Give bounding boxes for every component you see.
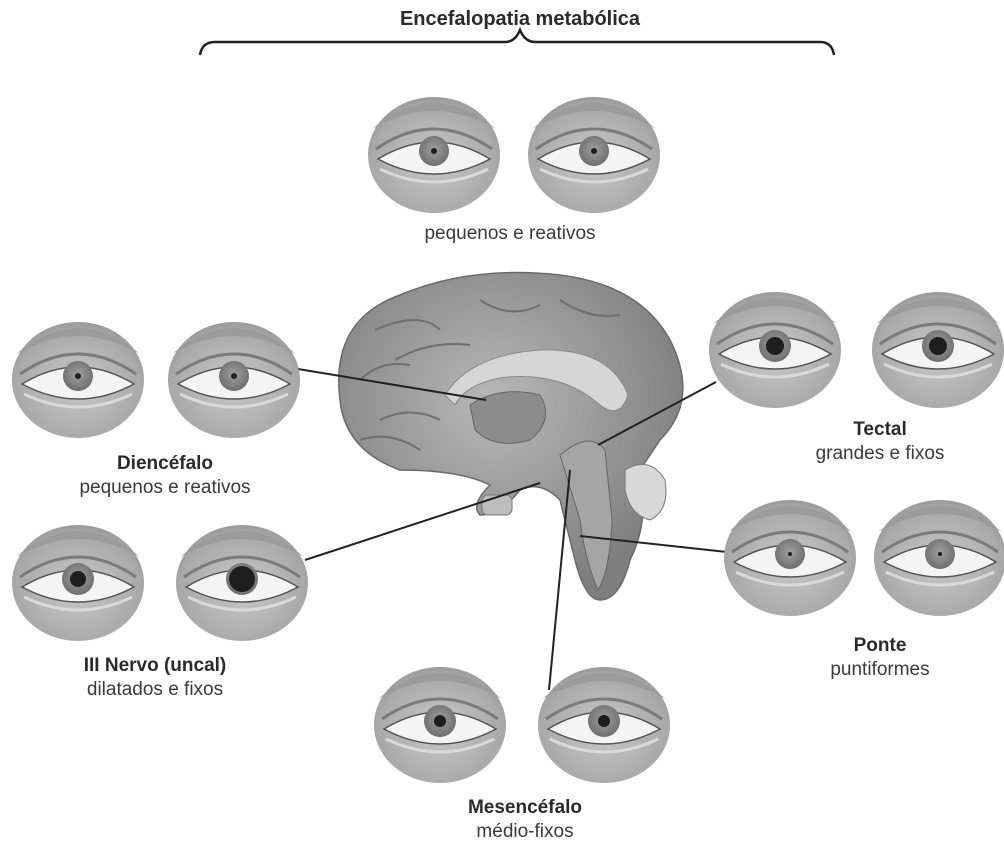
pons-description: puntiformes xyxy=(780,658,980,682)
third-nerve-description: dilatados e fixos xyxy=(20,678,290,702)
third-nerve-name: III Nervo (uncal) xyxy=(20,654,290,678)
brain-sagittal-illustration xyxy=(339,273,683,601)
eye-pair-diencephalon xyxy=(12,322,300,438)
eye-pair-tectal xyxy=(709,292,1004,408)
pons-name: Ponte xyxy=(780,634,980,658)
label-pons: Ponte puntiformes xyxy=(780,634,980,682)
midbrain-name: Mesencéfalo xyxy=(400,796,650,820)
eye-pair-midbrain xyxy=(374,667,670,783)
label-tectal: Tectal grandes e fixos xyxy=(780,418,980,466)
diagram-title: Encefalopatia metabólica xyxy=(300,8,740,31)
eye-pair-pons xyxy=(724,500,1004,616)
eye-pair-metabolic xyxy=(368,97,660,213)
tectal-name: Tectal xyxy=(780,418,980,442)
diencephalon-description: pequenos e reativos xyxy=(20,476,310,500)
label-midbrain: Mesencéfalo médio-fixos xyxy=(400,796,650,844)
label-metabolic: pequenos e reativos xyxy=(350,222,670,246)
label-third-nerve: III Nervo (uncal) dilatados e fixos xyxy=(20,654,290,702)
diencephalon-name: Diencéfalo xyxy=(20,452,310,476)
midbrain-description: médio-fixos xyxy=(400,820,650,844)
title-bracket xyxy=(200,30,834,55)
eye-pair-third-nerve xyxy=(12,525,308,641)
tectal-description: grandes e fixos xyxy=(780,442,980,466)
label-diencephalon: Diencéfalo pequenos e reativos xyxy=(20,452,310,500)
metabolic-description: pequenos e reativos xyxy=(350,222,670,246)
